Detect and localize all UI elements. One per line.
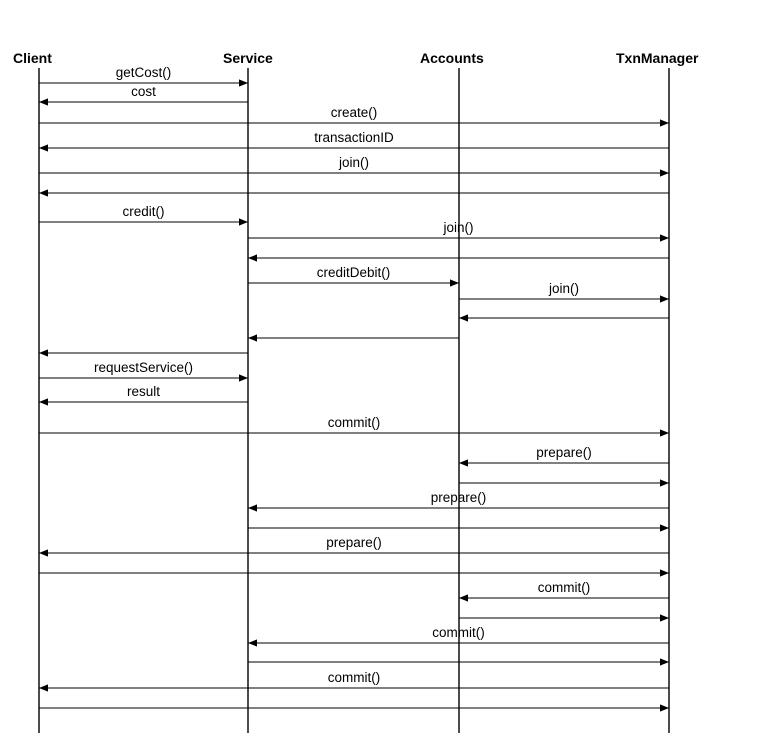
message-label: cost [131, 84, 156, 99]
message-18[interactable]: prepare() [459, 445, 669, 467]
arrow-head-icon [39, 549, 48, 557]
message-label: credit() [122, 204, 164, 219]
arrow-head-icon [239, 218, 248, 226]
arrow-head-icon [450, 279, 459, 287]
message-29[interactable] [39, 704, 669, 712]
message-9[interactable] [248, 254, 669, 262]
arrow-head-icon [248, 639, 257, 647]
message-20[interactable]: prepare() [248, 490, 669, 512]
arrow-head-icon [660, 524, 669, 532]
message-label: commit() [328, 670, 381, 685]
message-19[interactable] [459, 479, 669, 487]
message-1[interactable]: getCost() [39, 65, 248, 87]
arrow-head-icon [660, 569, 669, 577]
arrow-head-icon [660, 614, 669, 622]
message-label: prepare() [326, 535, 382, 550]
message-label: transactionID [314, 130, 394, 145]
message-label: prepare() [431, 490, 487, 505]
arrow-head-icon [248, 504, 257, 512]
message-21[interactable] [248, 524, 669, 532]
lifeline-txnmanager[interactable]: TxnManager [616, 50, 699, 733]
arrow-head-icon [39, 684, 48, 692]
arrow-head-icon [248, 334, 257, 342]
message-16[interactable]: result [39, 384, 248, 406]
message-13[interactable] [248, 334, 459, 342]
message-4[interactable]: transactionID [39, 130, 669, 152]
arrow-head-icon [239, 79, 248, 87]
arrow-head-icon [39, 398, 48, 406]
message-24[interactable]: commit() [459, 580, 669, 602]
lifeline-client[interactable]: Client [13, 50, 52, 733]
message-label: join() [338, 155, 369, 170]
arrow-head-icon [660, 479, 669, 487]
message-10[interactable]: creditDebit() [248, 265, 459, 287]
message-label: result [127, 384, 160, 399]
arrow-head-icon [39, 349, 48, 357]
messages-layer: getCost() cost create() transactionID join()… [39, 65, 669, 712]
message-label: requestService() [94, 360, 193, 375]
message-14[interactable] [39, 349, 248, 357]
arrow-head-icon [239, 374, 248, 382]
message-15[interactable]: requestService() [39, 360, 248, 382]
arrow-head-icon [39, 144, 48, 152]
message-label: getCost() [116, 65, 172, 80]
arrow-head-icon [660, 119, 669, 127]
arrow-head-icon [660, 658, 669, 666]
message-label: commit() [538, 580, 591, 595]
arrow-head-icon [660, 234, 669, 242]
message-7[interactable]: credit() [39, 204, 248, 226]
lifelines-layer: Client Service Accounts TxnManager [13, 50, 699, 733]
message-12[interactable] [459, 314, 669, 322]
lifeline-accounts[interactable]: Accounts [420, 50, 484, 733]
message-25[interactable] [459, 614, 669, 622]
arrow-head-icon [660, 169, 669, 177]
message-label: commit() [432, 625, 485, 640]
lifeline-label-service: Service [223, 50, 273, 66]
arrow-head-icon [248, 254, 257, 262]
message-2[interactable]: cost [39, 84, 248, 106]
message-27[interactable] [248, 658, 669, 666]
message-22[interactable]: prepare() [39, 535, 669, 557]
message-6[interactable] [39, 189, 669, 197]
message-23[interactable] [39, 569, 669, 577]
lifeline-label-client: Client [13, 50, 52, 66]
arrow-head-icon [39, 189, 48, 197]
lifeline-label-accounts: Accounts [420, 50, 484, 66]
lifeline-service[interactable]: Service [223, 50, 273, 733]
message-28[interactable]: commit() [39, 670, 669, 692]
message-label: create() [331, 105, 378, 120]
arrow-head-icon [459, 459, 468, 467]
message-label: commit() [328, 415, 381, 430]
message-label: creditDebit() [317, 265, 391, 280]
arrow-head-icon [660, 429, 669, 437]
arrow-head-icon [459, 314, 468, 322]
message-8[interactable]: join() [248, 220, 669, 242]
message-5[interactable]: join() [39, 155, 669, 177]
arrow-head-icon [39, 98, 48, 106]
message-label: join() [442, 220, 473, 235]
arrow-head-icon [459, 594, 468, 602]
message-17[interactable]: commit() [39, 415, 669, 437]
message-label: prepare() [536, 445, 592, 460]
arrow-head-icon [660, 704, 669, 712]
message-11[interactable]: join() [459, 281, 669, 303]
message-26[interactable]: commit() [248, 625, 669, 647]
lifeline-label-txnmanager: TxnManager [616, 50, 699, 66]
message-label: join() [548, 281, 579, 296]
arrow-head-icon [660, 295, 669, 303]
message-3[interactable]: create() [39, 105, 669, 127]
